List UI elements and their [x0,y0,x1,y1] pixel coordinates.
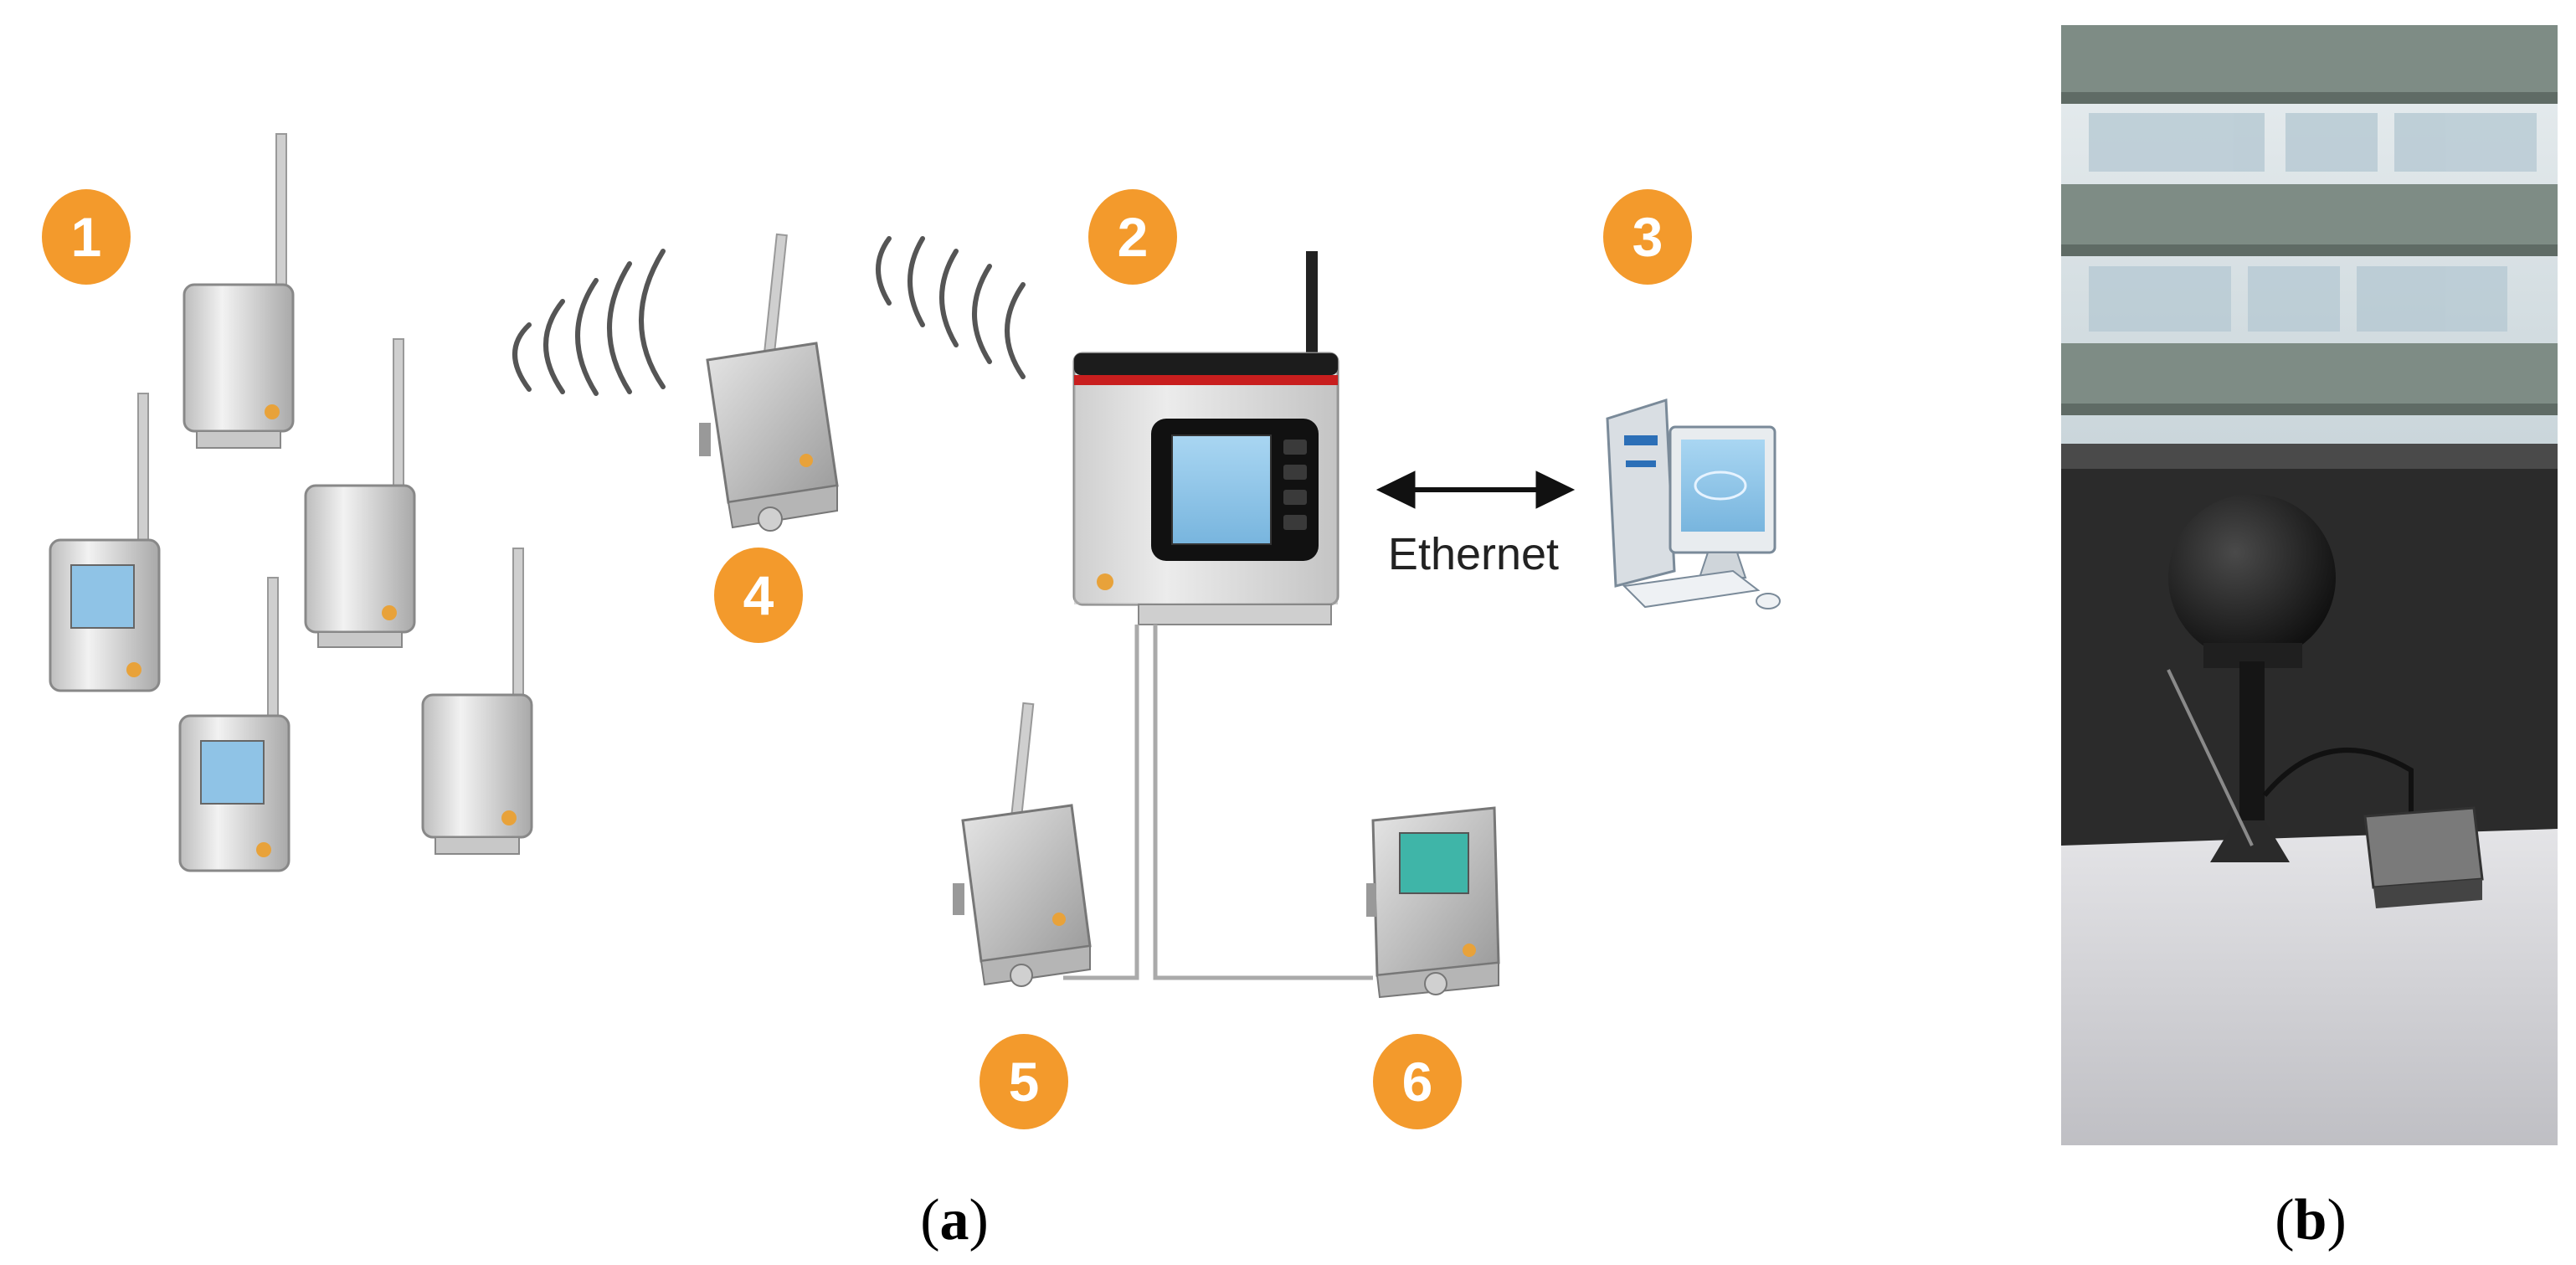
caption-a: (a) [920,1188,989,1252]
window-panes [2089,113,2537,332]
window-blinds [2061,25,2558,415]
badge-2: 2 [1088,189,1177,285]
wired-router-icon [953,702,1092,987]
svg-text:1: 1 [71,206,102,268]
wireless-sensor-icon [421,548,533,855]
radio-wave-icon [876,236,1026,379]
svg-text:4: 4 [743,564,774,626]
svg-text:2: 2 [1118,206,1149,268]
base-station-icon [1072,251,1339,625]
badge-1: 1 [42,189,131,285]
double-arrow-icon [1375,471,1576,509]
globe-thermometer-icon [2167,494,2414,862]
wireless-sensor-icon [183,133,295,449]
wireless-sensor-icon [178,577,291,872]
wireless-sensor-icon [49,393,161,692]
badge-3: 3 [1603,189,1692,285]
computer-icon [1606,398,1781,609]
badge-5: 5 [979,1034,1068,1129]
wired-sensor-icon [1366,806,1500,999]
badge-4: 4 [714,548,803,643]
panel-b-photo: (b) [2061,25,2558,1252]
svg-text:6: 6 [1402,1051,1433,1113]
cable-lines [1063,625,1373,980]
ethernet-label: Ethernet [1388,529,1559,579]
router-icon [699,233,839,532]
wireless-sensor-icon [304,338,416,648]
svg-text:5: 5 [1009,1051,1040,1113]
panel-a-network-diagram: Ethernet 1 2 3 4 [42,133,1781,1252]
caption-b: (b) [2275,1188,2347,1252]
data-logger-icon [2363,806,2484,908]
radio-wave-icon [512,249,666,396]
badge-6: 6 [1373,1034,1462,1129]
svg-text:3: 3 [1632,206,1663,268]
